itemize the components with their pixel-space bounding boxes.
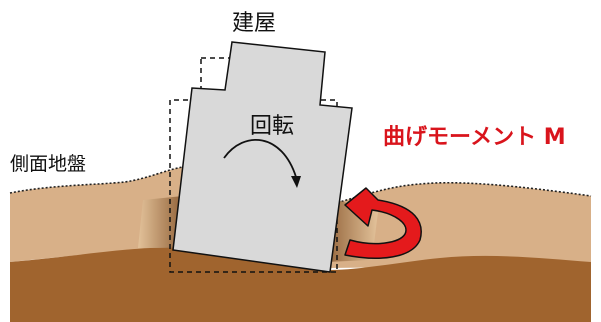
- ground-surface-line: [9, 166, 184, 194]
- ground-surface-line-right: [329, 181, 592, 206]
- bending-moment-label: 曲げモーメント M: [383, 125, 566, 150]
- side-ground-label: 側面地盤: [10, 153, 86, 175]
- left-soil-pressure-zone: [138, 196, 183, 248]
- bending-moment-arrow: [344, 187, 422, 259]
- rotation-arrow: [223, 139, 297, 178]
- rotation-arrowhead: [291, 176, 301, 188]
- building-label: 建屋: [232, 11, 276, 36]
- lower-ground-layer: [10, 246, 591, 322]
- rotation-label: 回転: [250, 114, 294, 139]
- rotated-building: [172, 41, 353, 273]
